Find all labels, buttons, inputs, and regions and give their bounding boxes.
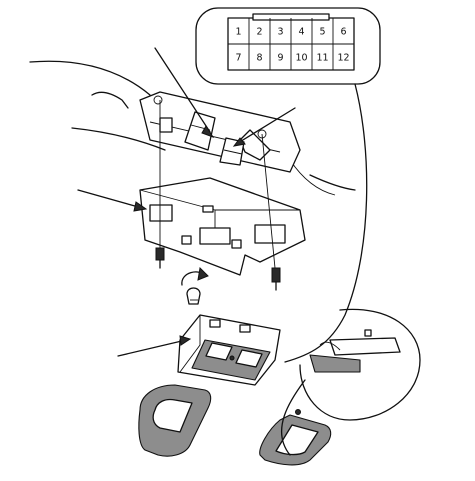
lamp-unit-edge (179, 315, 201, 373)
clip-detail-view (280, 308, 421, 456)
connector-pin-12: 12 (337, 53, 349, 64)
leader-harness-connector (154, 47, 211, 133)
console-bracket-mid (199, 227, 231, 245)
screw-right (271, 267, 281, 283)
bulb-socket (186, 287, 201, 305)
detail-leader-curve (280, 379, 306, 456)
leader-console-housing (77, 189, 143, 209)
lens-left-window (152, 398, 193, 433)
leader-harness-connector-arrow (201, 125, 215, 138)
roof-edge-rear-inner (289, 159, 336, 196)
rotation-arrowhead (197, 266, 209, 281)
connector-pin-5: 5 (319, 27, 325, 38)
detail-circle-outline (299, 308, 421, 421)
lens-right-clip (295, 409, 301, 415)
connector-pin-6: 6 (340, 27, 346, 38)
leader-lamp-unit (117, 339, 187, 357)
harness-connector-right-detail (223, 149, 243, 155)
harness-connector-left (184, 111, 216, 151)
console-slot-right (231, 239, 242, 249)
screw-left (155, 247, 165, 261)
detail-tool (309, 354, 361, 373)
connector-pin-3: 3 (277, 27, 283, 38)
roof-edge-outer (29, 60, 151, 96)
lens-right-window (275, 424, 319, 456)
leader-bracket-connector (237, 107, 296, 144)
roof-edge-rear (309, 174, 356, 191)
connector-pin-9: 9 (277, 53, 283, 64)
connector-pin-11: 11 (316, 53, 328, 64)
bracket-clip (159, 117, 173, 133)
console-housing (139, 177, 306, 276)
lens-left (138, 384, 212, 457)
roof-contour (91, 91, 129, 109)
lens-right (259, 409, 332, 466)
detail-clip-latch (364, 329, 372, 337)
leader-lines (77, 47, 296, 357)
roof-edge-front (71, 127, 166, 151)
console-clip-right (254, 224, 286, 244)
console-slot-top (202, 205, 214, 213)
lamp-unit (177, 314, 281, 386)
mounting-screws (155, 100, 281, 291)
bulb-removal (181, 266, 209, 305)
console-housing-body (139, 177, 306, 276)
screw-guide-right (261, 133, 276, 269)
connector-callout-line (284, 83, 368, 363)
connector-pin-7: 7 (235, 53, 241, 64)
lamp-indicator (229, 355, 235, 361)
connector-callout-outline (195, 7, 381, 85)
connector-pin-4: 4 (298, 27, 304, 38)
connector-pin-2: 2 (256, 27, 262, 38)
lamp-switch-left (205, 342, 233, 361)
connector-pin-10: 10 (295, 53, 307, 64)
detail-clip-body (329, 337, 401, 356)
lamp-switch-right (235, 349, 263, 368)
leader-console-housing-arrow (133, 201, 148, 212)
lamp-tab-left (209, 319, 221, 328)
detail-tool-tip (319, 341, 341, 351)
console-slot-left (181, 235, 192, 245)
leader-lamp-unit-arrow (179, 335, 192, 346)
bracket-hole-left (153, 95, 163, 105)
connector-pin-1: 1 (235, 27, 241, 38)
console-clip-left (149, 204, 173, 222)
connector-pin-8: 8 (256, 53, 262, 64)
leader-bracket-connector-arrow (232, 137, 246, 147)
lamp-tab-right (239, 324, 251, 333)
